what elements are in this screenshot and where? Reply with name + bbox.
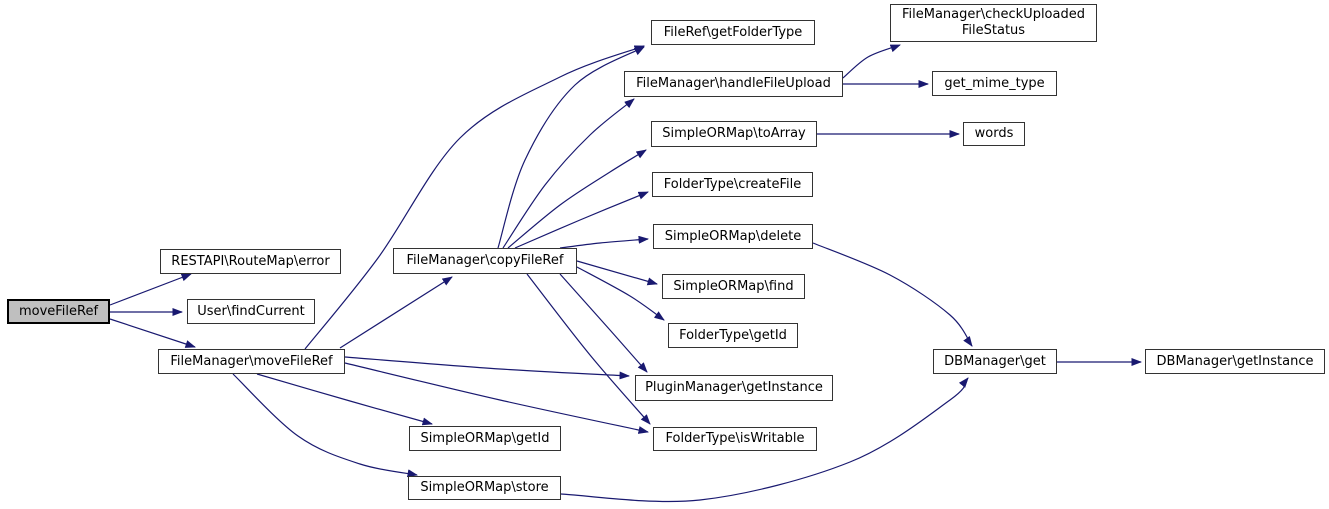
- graph-node-filemanager-copy-file-ref[interactable]: FileManager\copyFileRef: [393, 248, 577, 274]
- graph-node-pluginmanager-get-instance[interactable]: PluginManager\getInstance: [635, 375, 833, 401]
- graph-node-foldertype-get-id[interactable]: FolderType\getId: [668, 323, 798, 348]
- edge-filemanager-move-file-ref--to--pluginmanager-get-instance: [344, 356, 630, 380]
- graph-node-dbmanager-get-instance[interactable]: DBManager\getInstance: [1145, 349, 1325, 374]
- graph-node-restapi-routemap-error[interactable]: RESTAPI\RouteMap\error: [160, 249, 341, 274]
- graph-node-simpleormap-find[interactable]: SimpleORMap\find: [662, 274, 805, 299]
- edge-filemanager-copy-file-ref--to--simpleormap-find: [576, 260, 658, 286]
- graph-node-simpleormap-to-array[interactable]: SimpleORMap\toArray: [651, 121, 817, 147]
- edge-filemanager-move-file-ref--to--simpleormap-get-id: [256, 373, 433, 426]
- graph-node-move-file-ref-root: moveFileRef: [7, 299, 110, 324]
- edge-move-file-ref-root--to--restapi-routemap-error: [109, 273, 192, 306]
- graph-node-foldertype-is-writable[interactable]: FolderType\isWritable: [653, 427, 817, 451]
- edge-filemanager-copy-file-ref--to--foldertype-is-writable: [526, 273, 651, 425]
- edge-filemanager-copy-file-ref--to--simpleormap-delete: [559, 235, 649, 249]
- graph-node-simpleormap-store[interactable]: SimpleORMap\store: [408, 476, 561, 500]
- graph-node-filemanager-move-file-ref[interactable]: FileManager\moveFileRef: [158, 349, 345, 374]
- graph-node-filemanager-check-uploaded-file-status[interactable]: FileManager\checkUploaded FileStatus: [890, 4, 1097, 42]
- graph-node-foldertype-create-file[interactable]: FolderType\createFile: [652, 172, 813, 197]
- edge-filemanager-copy-file-ref--to--simpleormap-to-array: [507, 149, 647, 249]
- graph-node-user-find-current[interactable]: User\findCurrent: [187, 299, 315, 324]
- edge-filemanager-copy-file-ref--to--fileref-get-folder-type: [497, 46, 645, 249]
- graph-node-fileref-get-folder-type[interactable]: FileRef\getFolderType: [651, 20, 815, 45]
- edge-simpleormap-delete--to--dbmanager-get: [812, 242, 973, 347]
- graph-node-simpleormap-delete[interactable]: SimpleORMap\delete: [653, 224, 813, 249]
- edge-filemanager-move-file-ref--to--filemanager-copy-file-ref: [339, 276, 453, 349]
- graph-node-dbmanager-get[interactable]: DBManager\get: [933, 349, 1057, 374]
- edge-filemanager-move-file-ref--to--foldertype-is-writable: [344, 362, 649, 434]
- edge-filemanager-copy-file-ref--to--foldertype-create-file: [514, 191, 649, 249]
- graph-node-get-mime-type[interactable]: get_mime_type: [932, 71, 1057, 96]
- edge-move-file-ref-root--to--filemanager-move-file-ref: [109, 318, 196, 348]
- edge-simpleormap-store--to--dbmanager-get: [560, 377, 969, 503]
- edge-filemanager-copy-file-ref--to--foldertype-get-id: [576, 266, 665, 321]
- graph-node-words[interactable]: words: [963, 122, 1025, 146]
- edge-filemanager-copy-file-ref--to--pluginmanager-get-instance: [559, 273, 648, 373]
- edge-filemanager-move-file-ref--to--simpleormap-store: [232, 373, 418, 478]
- graph-node-filemanager-handle-file-upload[interactable]: FileManager\handleFileUpload: [624, 71, 843, 97]
- edge-group: [109, 44, 1142, 503]
- graph-node-simpleormap-get-id[interactable]: SimpleORMap\getId: [409, 426, 561, 451]
- edge-filemanager-handle-file-upload--to--filemanager-check-uploaded-file-status: [842, 44, 901, 79]
- edge-filemanager-move-file-ref--to--fileref-get-folder-type: [304, 45, 645, 350]
- edge-filemanager-copy-file-ref--to--filemanager-handle-file-upload: [502, 98, 635, 249]
